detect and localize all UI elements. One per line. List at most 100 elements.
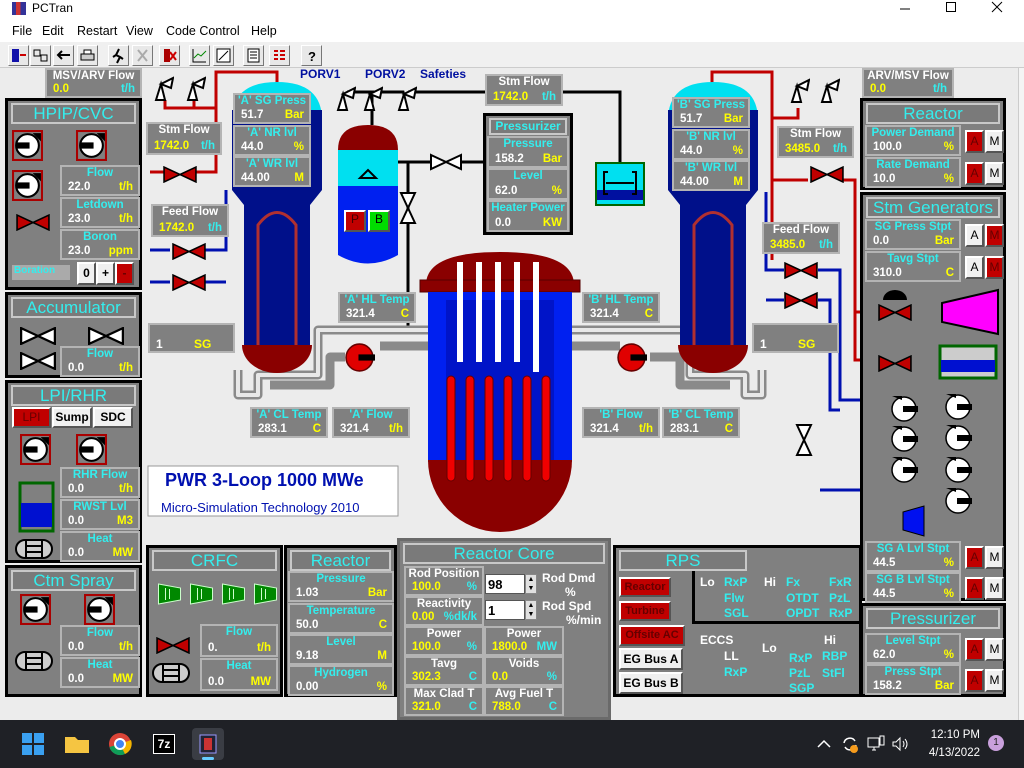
readout-value: 44.00 <box>680 176 709 188</box>
menu-edit[interactable]: Edit <box>42 24 64 38</box>
spray-pump-icon[interactable] <box>84 594 115 625</box>
chrome-icon[interactable] <box>104 728 136 760</box>
crfc-fan-icon[interactable] <box>221 583 246 605</box>
spinner-arrows-icon[interactable]: ▲▼ <box>525 600 537 620</box>
maximize-icon[interactable] <box>944 0 958 14</box>
window-title: PCTran <box>32 1 73 15</box>
minimize-icon[interactable] <box>898 2 912 16</box>
menu-restart[interactable]: Restart <box>77 24 118 38</box>
stop-icon[interactable] <box>132 45 153 66</box>
menu-code-control[interactable]: Code Control <box>166 24 240 38</box>
tavg-stpt-manual-button[interactable]: M <box>985 256 1004 279</box>
readout-unit: C <box>400 308 409 320</box>
eg-bus-b-button[interactable]: EG Bus B <box>619 672 683 694</box>
menu-file[interactable]: File <box>12 24 33 38</box>
crfc-fan-icon[interactable] <box>253 583 278 605</box>
lpi-pump-icon[interactable] <box>20 434 51 465</box>
boration-minus-button[interactable]: - <box>115 262 134 285</box>
readout-unit: % <box>943 173 954 185</box>
rod-speed-input[interactable] <box>485 600 525 620</box>
readout-value: 44.5 <box>873 557 896 569</box>
eg-bus-a-button[interactable]: EG Bus A <box>619 648 683 670</box>
help-icon[interactable]: ? <box>301 45 322 66</box>
network-icon[interactable] <box>866 734 886 754</box>
plant-subtitle: Micro-Simulation Technology 2010 <box>161 500 360 515</box>
spray-pump-icon[interactable] <box>20 594 51 625</box>
lpi-pump-icon[interactable] <box>76 434 107 465</box>
turbine-trip-button[interactable]: Turbine <box>619 601 671 621</box>
readout-unit: % <box>546 671 557 683</box>
boration-zero-button[interactable]: 0 <box>77 262 96 285</box>
volume-icon[interactable] <box>890 734 910 754</box>
level-stpt-auto-button[interactable]: A <box>965 638 984 661</box>
readout-label: Pressure <box>503 138 553 150</box>
clock-time[interactable]: 12:10 PM <box>930 729 980 741</box>
spinner-arrows-icon[interactable]: ▲▼ <box>525 574 537 594</box>
pressurizer-heater-b-button[interactable]: B <box>368 210 390 232</box>
swap-icon[interactable] <box>30 45 51 66</box>
hpip-pump-icon[interactable] <box>76 130 107 161</box>
sdc-button[interactable]: SDC <box>93 407 133 428</box>
press-stpt-auto-button[interactable]: A <box>965 669 984 692</box>
pctran-taskbar-icon[interactable] <box>192 728 224 760</box>
lpi-button[interactable]: LPI <box>12 407 51 428</box>
sg-b-lvl-stpt-manual-button[interactable]: M <box>985 577 1004 600</box>
crfc-fan-icon[interactable] <box>189 583 214 605</box>
sg-a-lvl-stpt-auto-button[interactable]: A <box>965 546 984 569</box>
sg-a-lvl-stpt-manual-button[interactable]: M <box>985 546 1004 569</box>
print-icon[interactable] <box>77 45 98 66</box>
rod-speed-spinner[interactable]: ▲▼ <box>485 600 537 620</box>
rate-demand-manual-button[interactable]: M <box>985 162 1004 185</box>
start-button[interactable] <box>17 728 49 760</box>
pressurizer-heater-p-button[interactable]: P <box>344 210 366 232</box>
sg-press-stpt-auto-button[interactable]: A <box>965 224 984 247</box>
sg-b-lvl-stpt-auto-button[interactable]: A <box>965 577 984 600</box>
rod-demand-spinner[interactable]: ▲▼ <box>485 574 537 594</box>
crfc-fan-icon[interactable] <box>157 583 182 605</box>
readout-value: 0.0 <box>208 676 224 688</box>
readout-value: 0.0 <box>870 83 886 95</box>
readout-value: 321.4 <box>346 308 375 320</box>
tavg-stpt-auto-button[interactable]: A <box>965 256 984 279</box>
rate-demand-auto-button[interactable]: A <box>965 162 984 185</box>
sync-icon[interactable] <box>840 734 860 754</box>
report-icon[interactable] <box>243 45 264 66</box>
back-arrow-icon[interactable] <box>53 45 74 66</box>
charging-pump-icon[interactable] <box>12 170 43 201</box>
vertical-scrollbar[interactable] <box>1018 68 1024 720</box>
menu-help[interactable]: Help <box>251 24 277 38</box>
power-demand-manual-button[interactable]: M <box>985 130 1004 153</box>
readout-label: Boron <box>83 231 117 243</box>
panel-title: Reactor Core <box>403 543 605 564</box>
run-icon[interactable] <box>108 45 129 66</box>
trip-icon[interactable] <box>159 45 180 66</box>
hpip-pump-icon[interactable] <box>12 130 43 161</box>
close-icon[interactable] <box>990 0 1004 14</box>
exit-icon[interactable] <box>8 45 29 66</box>
sg-press-stpt-manual-button[interactable]: M <box>985 224 1004 247</box>
rod-demand-input[interactable] <box>485 574 525 594</box>
list-icon[interactable] <box>269 45 290 66</box>
7zip-icon[interactable]: 7z <box>148 728 180 760</box>
readout-unit: MW <box>112 547 133 559</box>
level-stpt-manual-button[interactable]: M <box>985 638 1004 661</box>
press-stpt-manual-button[interactable]: M <box>985 669 1004 692</box>
file-explorer-icon[interactable] <box>61 728 93 760</box>
clock-date[interactable]: 4/13/2022 <box>928 747 980 759</box>
graph-icon[interactable] <box>213 45 234 66</box>
boration-plus-button[interactable]: + <box>96 262 115 285</box>
offsite-ac-button[interactable]: Offsite AC <box>619 625 685 646</box>
readout-label: Max Clad T <box>413 688 475 700</box>
menu-view[interactable]: View <box>126 24 153 38</box>
chart-icon[interactable] <box>189 45 210 66</box>
chevron-up-icon[interactable] <box>816 736 832 752</box>
sump-button[interactable]: Sump <box>52 407 92 428</box>
reactor-trip-button[interactable]: Reactor <box>619 577 671 597</box>
power-demand-auto-button[interactable]: A <box>965 130 984 153</box>
notification-badge[interactable]: 1 <box>988 735 1004 751</box>
rps-trip-hi-fx: Fx <box>786 575 801 589</box>
